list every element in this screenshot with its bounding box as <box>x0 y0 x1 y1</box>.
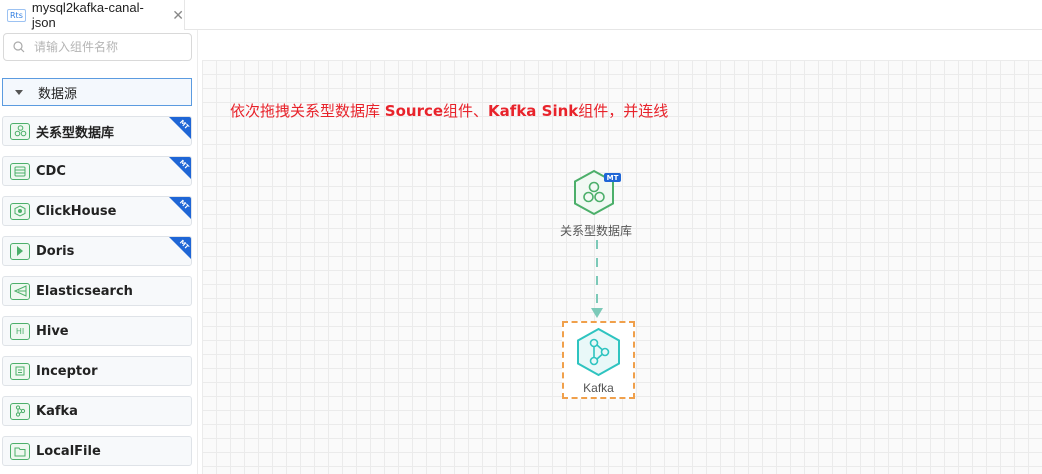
instruction-text: 依次拖拽关系型数据库 Source组件、Kafka Sink组件，并连线 <box>230 102 669 120</box>
folder-icon <box>10 442 30 460</box>
component-label: Doris <box>36 243 75 259</box>
hexagon-cluster-icon <box>10 122 30 140</box>
node-label: Kafka <box>583 381 614 395</box>
component-label: Elasticsearch <box>36 283 133 299</box>
node-label: 关系型数据库 <box>559 224 632 238</box>
kafka-icon <box>10 402 30 420</box>
component-label: LocalFile <box>36 443 101 459</box>
tab-title: mysql2kafka-canal-json <box>31 0 144 30</box>
component-relational-db[interactable]: 关系型数据库 MT <box>2 116 192 146</box>
svg-text:MT: MT <box>607 174 619 182</box>
component-label: Kafka <box>36 403 78 419</box>
mt-badge: MT <box>169 237 191 259</box>
kafka-icon <box>577 327 620 377</box>
component-label: ClickHouse <box>36 203 117 219</box>
group-header-datasource[interactable]: 数据源 <box>2 78 192 106</box>
close-icon[interactable]: ✕ <box>172 7 184 23</box>
search-input[interactable] <box>34 40 184 54</box>
node-kafka-selected[interactable]: Kafka <box>562 321 635 399</box>
tab-mysql2kafka[interactable]: Rts mysql2kafka-canal-json ✕ <box>0 0 185 30</box>
component-hive[interactable]: HI Hive <box>2 316 192 346</box>
caret-down-icon[interactable] <box>15 89 23 95</box>
node-relational-db[interactable]: MT 关系型数据库 <box>542 168 650 238</box>
doris-icon <box>10 242 30 260</box>
mt-badge: MT <box>169 117 191 139</box>
search-icon <box>13 41 25 53</box>
connection-edge[interactable] <box>586 238 608 320</box>
hive-icon: HI <box>10 322 30 340</box>
component-inceptor[interactable]: Inceptor <box>2 356 192 386</box>
mt-badge <box>604 173 621 182</box>
component-cdc[interactable]: CDC MT <box>2 156 192 186</box>
component-kafka[interactable]: Kafka <box>2 396 192 426</box>
tab-type-badge: Rts <box>7 8 26 22</box>
cdc-icon <box>10 162 30 180</box>
component-label: Inceptor <box>36 363 98 379</box>
component-label: 关系型数据库 <box>36 125 115 141</box>
component-label: Hive <box>36 323 69 339</box>
arrow-head-icon <box>591 308 603 318</box>
tab-bar: Rts mysql2kafka-canal-json ✕ <box>0 0 1042 30</box>
component-label: CDC <box>36 163 66 179</box>
elasticsearch-icon <box>10 282 30 300</box>
mt-badge: MT <box>169 197 191 219</box>
mt-badge: MT <box>169 157 191 179</box>
component-localfile[interactable]: LocalFile <box>2 436 192 466</box>
component-elasticsearch[interactable]: Elasticsearch <box>2 276 192 306</box>
group-label: 数据源 <box>38 86 78 102</box>
search-box[interactable] <box>3 33 192 61</box>
flow-canvas[interactable]: 依次拖拽关系型数据库 Source组件、Kafka Sink组件，并连线 MT … <box>202 60 1042 474</box>
inceptor-icon <box>10 362 30 380</box>
component-clickhouse[interactable]: ClickHouse MT <box>2 196 192 226</box>
hexagon-cluster-icon: MT <box>574 169 621 216</box>
component-doris[interactable]: Doris MT <box>2 236 192 266</box>
clickhouse-icon <box>10 202 30 220</box>
component-sidebar: 数据源 关系型数据库 MT CDC MT ClickHouse MT <box>0 30 198 474</box>
component-list: 关系型数据库 MT CDC MT ClickHouse MT Doris MT <box>2 116 192 474</box>
